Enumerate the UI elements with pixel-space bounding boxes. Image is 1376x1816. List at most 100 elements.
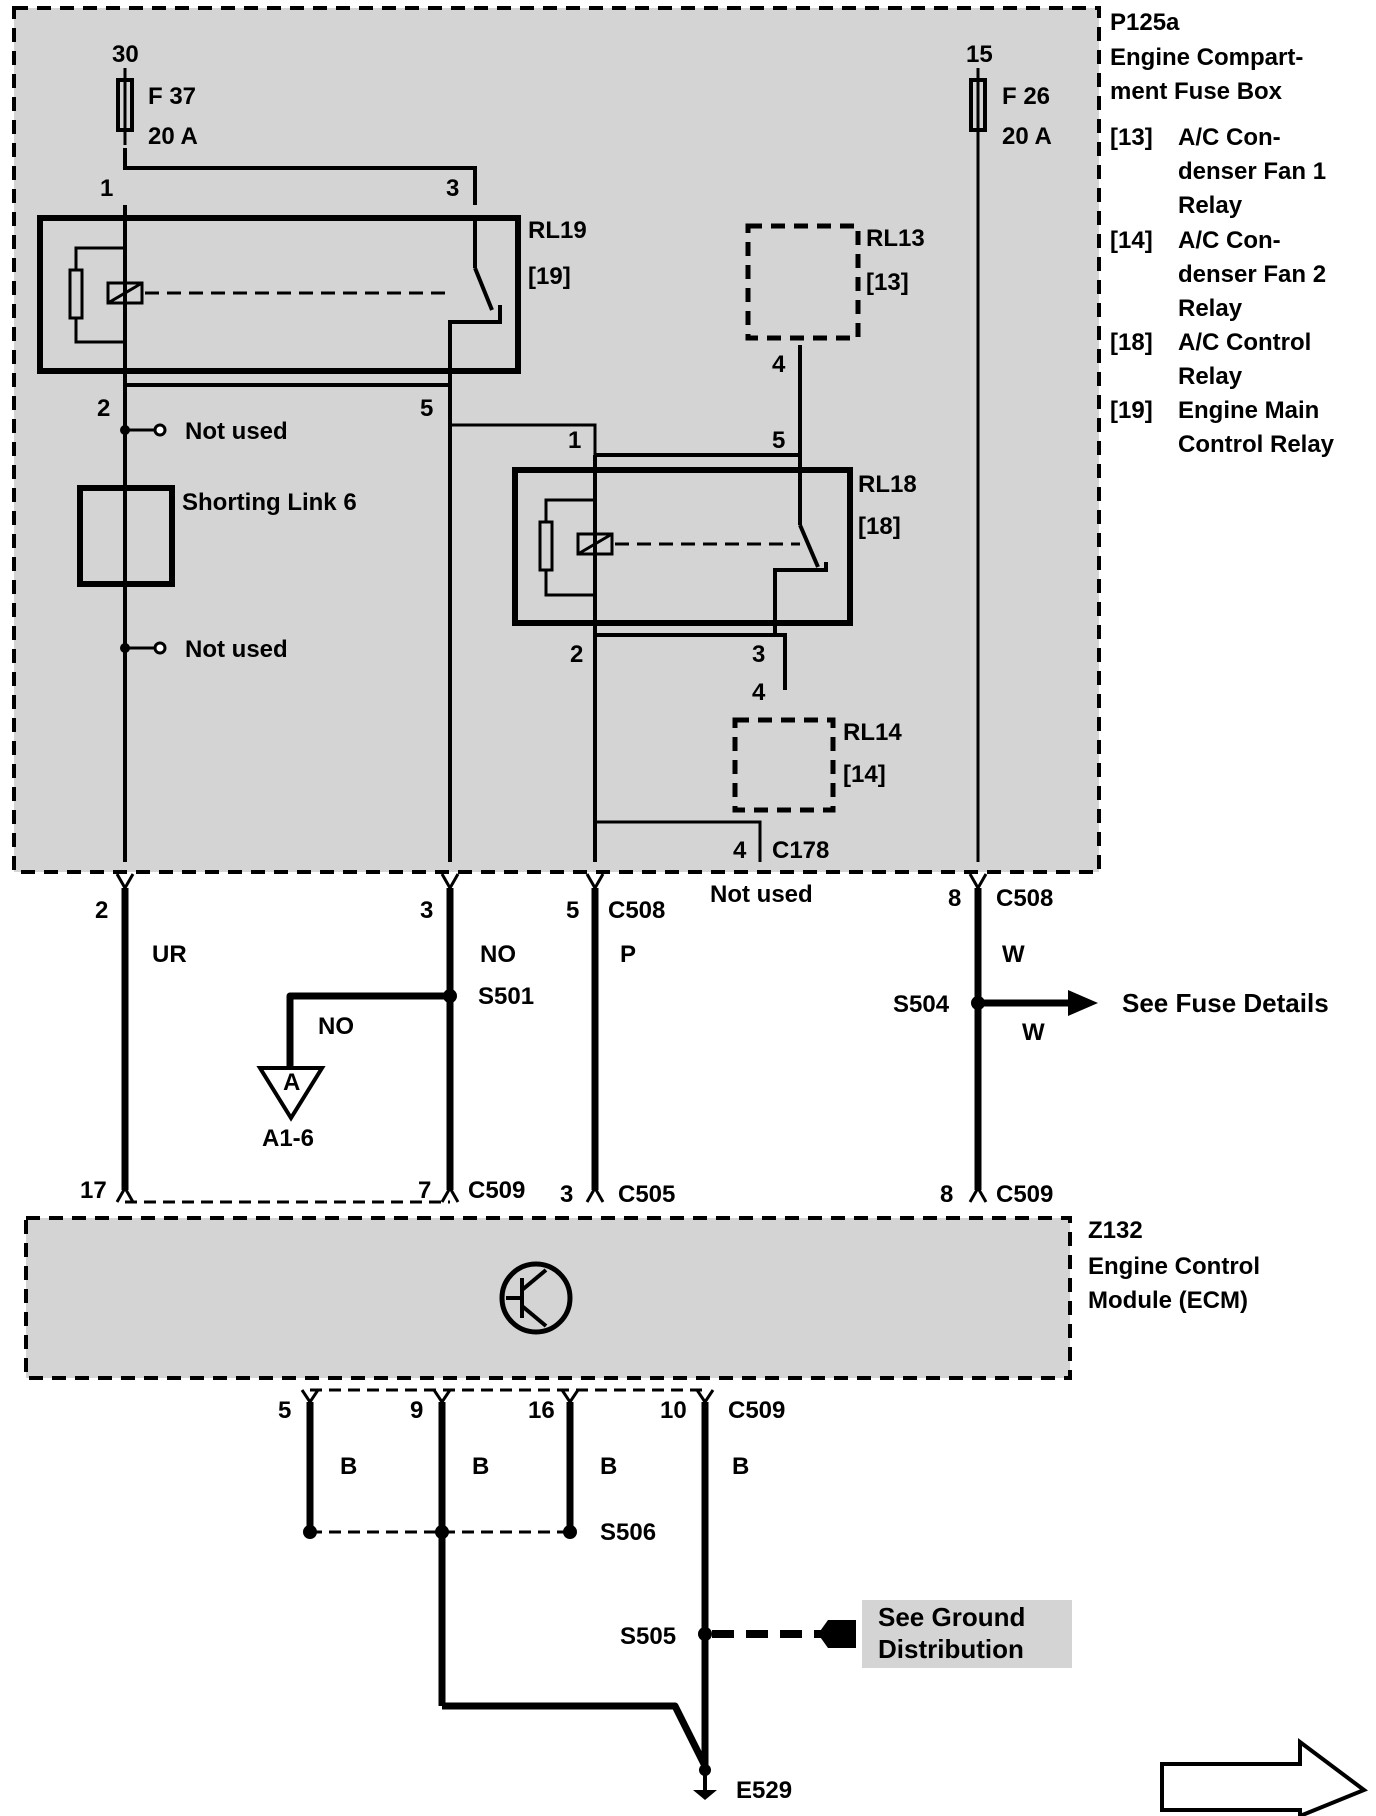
- splice-s505: [698, 1627, 712, 1641]
- rl18-output-bar: [595, 633, 787, 690]
- splice-s506-label: S506: [600, 1519, 656, 1546]
- legend-18-line-1: A/C Control: [1178, 329, 1311, 356]
- ecm-name-2: Module (ECM): [1088, 1287, 1248, 1314]
- wire-c178-branch: [595, 820, 762, 862]
- see-ground-line-2: Distribution: [878, 1634, 1024, 1664]
- fuse-link-wire: [123, 148, 477, 205]
- rl19-pin-3: 3: [446, 175, 459, 202]
- legend-14-line-1: A/C Con-: [1178, 227, 1281, 254]
- splice-s501-label: S501: [478, 983, 534, 1010]
- ground-pin-9: 9: [410, 1397, 423, 1424]
- wire-pin-8b: 8: [940, 1181, 953, 1208]
- connector-c509-top: C509: [468, 1177, 525, 1204]
- fuse-f37-feed: 30: [112, 41, 139, 68]
- legend-key-18: [18]: [1110, 329, 1153, 356]
- wire-rl19-to-rl18: [450, 423, 597, 455]
- splice-e529-label: E529: [736, 1777, 792, 1804]
- c178-pin-4: 4: [733, 837, 747, 864]
- rl13-pin-4: 4: [772, 351, 786, 378]
- rl14-pin-4: 4: [752, 679, 766, 706]
- connector-c508: C508: [608, 897, 665, 924]
- relay-rl14: [732, 717, 836, 813]
- legend-13-line-2: denser Fan 1: [1178, 158, 1326, 185]
- rl19-pin-5: 5: [420, 395, 433, 422]
- splice-s505-label: S505: [620, 1623, 676, 1650]
- wire-color-no: NO: [480, 941, 516, 968]
- offpage-triangle: [256, 1066, 326, 1122]
- legend-13-line-3: Relay: [1178, 192, 1243, 219]
- splice-s504-label: S504: [893, 991, 950, 1018]
- ground-wire-to-e529: [442, 1702, 709, 1768]
- fuse-f37-name: F 37: [148, 83, 196, 110]
- transistor-icon: [499, 1261, 573, 1335]
- relay-rl13: [745, 223, 861, 341]
- ground-distribution-box: [862, 1600, 1072, 1668]
- legend-key-14: [14]: [1110, 227, 1153, 254]
- ground-color-9: B: [472, 1453, 489, 1480]
- see-ground-line-1: See Ground: [878, 1602, 1025, 1632]
- rl14-name: RL14: [843, 719, 902, 746]
- rl18-pin-5: 5: [772, 427, 785, 454]
- wire-no-branch: [286, 992, 450, 1068]
- rl18-name: RL18: [858, 471, 917, 498]
- ecm-name-1: Engine Control: [1088, 1253, 1260, 1280]
- wire-pin-3: 3: [420, 897, 433, 924]
- rl18-ref: [18]: [858, 513, 901, 540]
- fuse-f26-feed: 15: [966, 41, 993, 68]
- rl19-pin-2: 2: [97, 395, 110, 422]
- fusebox-title-1: Engine Compart-: [1110, 44, 1303, 71]
- legend-18-line-2: Relay: [1178, 363, 1243, 390]
- legend-19-line-1: Engine Main: [1178, 397, 1319, 424]
- fuse-f26: [969, 68, 987, 862]
- legend-19-line-2: Control Relay: [1178, 431, 1335, 458]
- wire-pin-2: 2: [95, 897, 108, 924]
- fuse-box-p125a: [12, 6, 1101, 874]
- shorting-link-6: [77, 485, 175, 587]
- fusebox-id: P125a: [1110, 9, 1180, 36]
- connector-c509-bottom: C509: [728, 1397, 785, 1424]
- relay-rl18: [512, 455, 853, 635]
- ground-color-10: B: [732, 1453, 749, 1480]
- legend-13-line-1: A/C Con-: [1178, 124, 1281, 151]
- rl18-pin-3: 3: [752, 641, 765, 668]
- wire-pin-7: 7: [418, 1177, 431, 1204]
- rl19-pin-1: 1: [100, 175, 113, 202]
- ecm-module: [24, 1216, 1072, 1380]
- ground-symbol-icon: [693, 1764, 717, 1800]
- not-used-label-2: Not used: [185, 636, 288, 663]
- connector-c509-top-b: C509: [996, 1181, 1053, 1208]
- next-page-arrow-icon[interactable]: [1160, 1738, 1369, 1816]
- open-terminal-2: [153, 641, 167, 655]
- rl19-name: RL19: [528, 217, 587, 244]
- connector-c508-b: C508: [996, 885, 1053, 912]
- c178-label: C178: [772, 837, 829, 864]
- splice-s506-dot-1: [303, 1525, 317, 1539]
- ground-color-5: B: [340, 1453, 357, 1480]
- splice-s506-dot-2: [435, 1525, 449, 1539]
- fuse-f37: [116, 68, 134, 145]
- connector-c509-terminals: [115, 1184, 988, 1203]
- splice-s506-dot-3: [563, 1525, 577, 1539]
- rl19-ref: [19]: [528, 263, 571, 290]
- wire-pin-3b: 3: [560, 1181, 573, 1208]
- offpage-ref: A1-6: [262, 1125, 314, 1152]
- rl14-ref: [14]: [843, 761, 886, 788]
- legend-14-line-3: Relay: [1178, 295, 1243, 322]
- legend-key-13: [13]: [1110, 124, 1153, 151]
- arrow-fuse-details-icon: [1068, 990, 1098, 1016]
- wire-pin-17: 17: [80, 1177, 107, 1204]
- not-used-label-3: Not used: [710, 881, 813, 908]
- legend-key-19: [19]: [1110, 397, 1153, 424]
- ground-pin-10: 10: [660, 1397, 687, 1424]
- connector-c509-bottom-terminals: [300, 1389, 715, 1405]
- wire-color-w: W: [1002, 941, 1025, 968]
- wire-color-no2: NO: [318, 1013, 354, 1040]
- connector-c508-terminals: [115, 873, 988, 892]
- rl13-ref: [13]: [866, 269, 909, 296]
- wire-color-p: P: [620, 941, 636, 968]
- rl18-pin-2: 2: [570, 641, 583, 668]
- see-fuse-details: See Fuse Details: [1122, 988, 1329, 1018]
- wire-color-w2: W: [1022, 1019, 1045, 1046]
- ground-color-16: B: [600, 1453, 617, 1480]
